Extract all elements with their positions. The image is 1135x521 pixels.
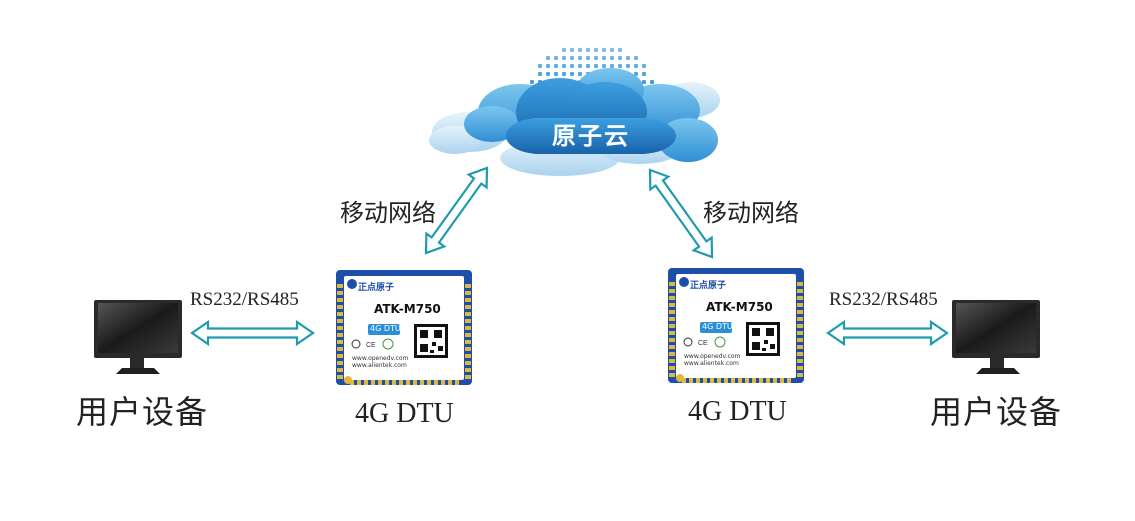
dtu-left-caption: 4G DTU — [355, 398, 454, 429]
user-device-left-monitor-icon — [94, 300, 182, 374]
dtu-right-caption: 4G DTU — [688, 396, 787, 427]
connection-arrows — [190, 166, 949, 347]
dtu-left-board: CE — [336, 270, 472, 385]
user-device-left-label: 用户设备 — [76, 393, 209, 431]
ce-mark: CE — [698, 340, 708, 347]
dtu-right-url1: www.openedv.com — [684, 353, 741, 360]
ce-mark: CE — [366, 342, 376, 349]
tag-badge — [700, 322, 732, 333]
network-label-right: 移动网络 — [703, 199, 799, 227]
tag-badge — [368, 324, 400, 335]
dtu-right-model: ATK-M750 — [706, 300, 773, 314]
arrow-serial-right — [826, 319, 949, 347]
arrow-network-left — [424, 166, 489, 255]
user-device-right-label: 用户设备 — [930, 393, 1063, 431]
network-label-left: 移动网络 — [340, 199, 436, 227]
dtu-left-brand: 正点原子 — [358, 283, 395, 293]
dtu-right-tag: 4G DTU — [702, 322, 733, 331]
dtu-left-model: ATK-M750 — [374, 302, 441, 316]
arrow-serial-left — [190, 319, 315, 347]
cloud-icon — [429, 48, 720, 176]
dtu-right-board: CE — [668, 268, 804, 383]
dtu-left-url1: www.openedv.com — [352, 355, 409, 362]
dtu-right-url2: www.alientek.com — [684, 360, 739, 367]
protocol-label-right: RS232/RS485 — [829, 289, 938, 310]
arrow-network-right — [648, 168, 714, 259]
brand-logo-icon — [347, 279, 357, 289]
dtu-left-url2: www.alientek.com — [352, 362, 407, 369]
user-device-right-monitor-icon — [952, 300, 1040, 374]
protocol-label-left: RS232/RS485 — [190, 289, 299, 310]
dtu-left-tag: 4G DTU — [370, 324, 401, 333]
dtu-right-brand: 正点原子 — [690, 281, 727, 291]
brand-logo-icon — [679, 277, 689, 287]
cloud-label: 原子云 — [552, 122, 630, 150]
